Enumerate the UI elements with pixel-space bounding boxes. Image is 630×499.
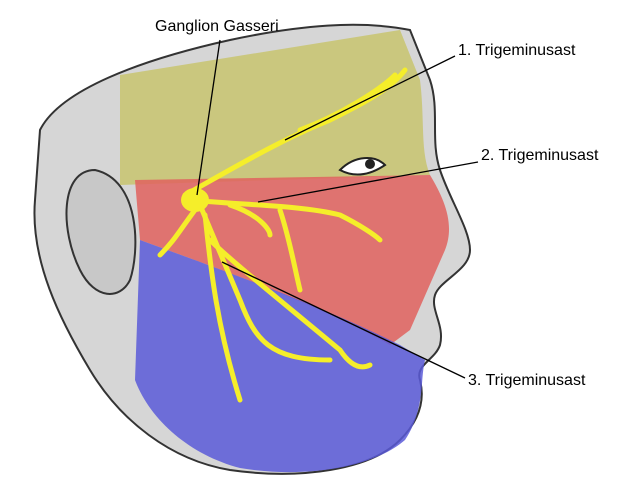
label-branch-3: 3. Trigeminusast [468, 372, 586, 389]
region-branch-3 [135, 240, 425, 473]
label-branch-2: 2. Trigeminusast [481, 147, 599, 164]
leader-lines [196, 39, 479, 379]
label-ganglion-gasseri: Ganglion Gasseri [155, 18, 279, 35]
nerve-branches [157, 67, 408, 403]
label-branch-1: 1. Trigeminusast [458, 42, 576, 59]
ear [65, 168, 137, 295]
ganglion-gasseri [181, 188, 209, 212]
region-branch-1 [120, 30, 430, 185]
